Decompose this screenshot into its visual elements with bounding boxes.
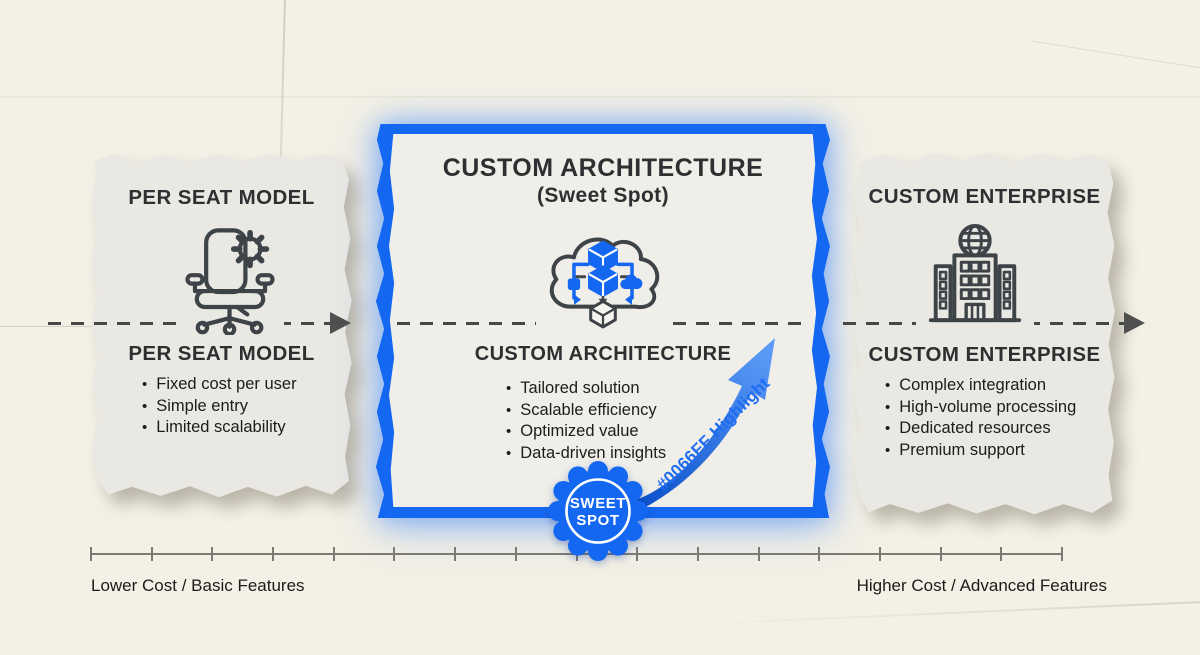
bullet-item: •Tailored solution xyxy=(506,379,640,397)
custom-enterprise-bullet-list: •Complex integration •High-volume proces… xyxy=(885,375,1076,461)
custom-enterprise-title: CUSTOM ENTERPRISE xyxy=(868,185,1101,208)
paper-crease xyxy=(1031,40,1200,71)
bullet-item: •Scalable efficiency xyxy=(506,400,657,419)
bullet-item: •Limited scalability xyxy=(142,418,286,436)
bullet-item: •Premium support xyxy=(885,440,1025,459)
badge-line1: SWEET xyxy=(570,495,626,512)
office-chair-gear-icon xyxy=(176,218,284,338)
enterprise-building-globe-icon xyxy=(916,216,1034,336)
paper-crease xyxy=(690,600,1200,626)
custom-architecture-bullet-list: •Tailored solution •Scalable efficiency … xyxy=(506,378,666,464)
bullet-item: •Fixed cost per user xyxy=(142,375,297,393)
paper-crease xyxy=(0,326,95,327)
flow-arrowhead-icon xyxy=(1124,312,1145,334)
bullet-item: •Optimized value xyxy=(506,422,639,440)
axis-label-right: Higher Cost / Advanced Features xyxy=(856,576,1107,595)
per-seat-bullet-list: •Fixed cost per user •Simple entry •Limi… xyxy=(142,374,297,439)
sweet-spot-badge: SWEET SPOT xyxy=(548,461,648,561)
bullet-item: •Dedicated resources xyxy=(885,419,1051,437)
badge-line2: SPOT xyxy=(576,512,619,529)
cloud-modular-stack-icon xyxy=(536,219,670,337)
highlight-swoosh-arrow xyxy=(636,338,775,508)
bullet-item: •High-volume processing xyxy=(885,397,1077,416)
bullet-item: •Complex integration xyxy=(885,376,1047,394)
paper-crease xyxy=(0,96,1200,98)
per-seat-panel: PER SEAT MODEL PER SEAT MODEL •Fixed cos… xyxy=(90,152,353,498)
custom-enterprise-subtitle: CUSTOM ENTERPRISE xyxy=(868,343,1101,366)
axis-label-left: Lower Cost / Basic Features xyxy=(91,576,305,595)
axis-ticks xyxy=(90,547,1063,561)
per-seat-subtitle: PER SEAT MODEL xyxy=(128,342,315,365)
custom-architecture-title: CUSTOM ARCHITECTURE xyxy=(442,154,764,182)
custom-enterprise-panel: CUSTOM ENTERPRISE CUSTOM ENTERPRISE •Com… xyxy=(853,151,1116,515)
bullet-item: •Simple entry xyxy=(142,396,248,415)
sweet-spot-note: (Sweet Spot) xyxy=(537,184,669,207)
bullet-item: •Data-driven insights xyxy=(506,443,667,462)
per-seat-title: PER SEAT MODEL xyxy=(128,186,315,209)
custom-architecture-subtitle: CUSTOM ARCHITECTURE xyxy=(474,343,732,365)
axis-labels: Lower Cost / Basic Features Higher Cost … xyxy=(91,576,1107,596)
flow-arrowhead-icon xyxy=(330,312,351,334)
